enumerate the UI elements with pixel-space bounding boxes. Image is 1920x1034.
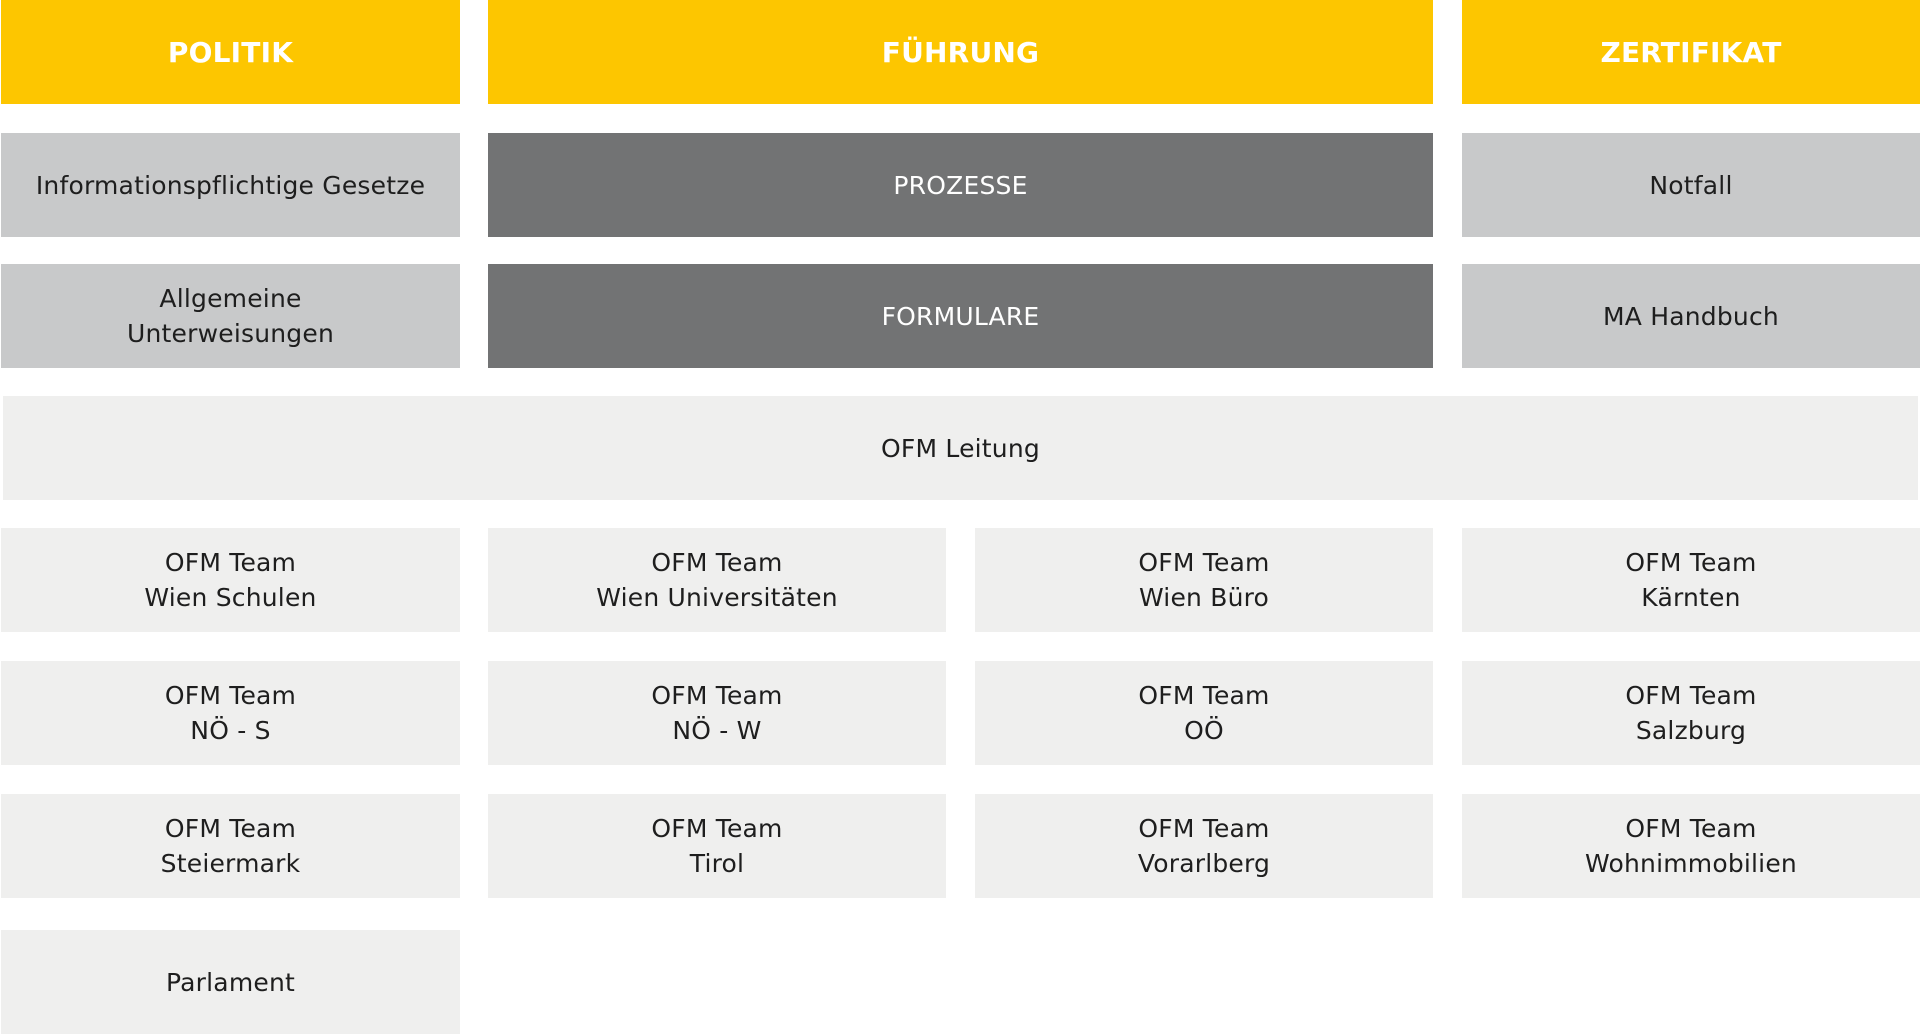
team-wien-buero-label: OFM Team Wien Büro (1138, 548, 1270, 612)
formulare-button[interactable]: FORMULARE (488, 264, 1433, 368)
formulare-label: FORMULARE (881, 301, 1040, 331)
notfall-label: Notfall (1649, 170, 1733, 200)
tab-zertifikat[interactable]: ZERTIFIKAT (1462, 0, 1920, 104)
team-wien-universitaeten-button[interactable]: OFM Team Wien Universitäten (488, 528, 946, 632)
team-steiermark-label: OFM Team Steiermark (160, 814, 301, 878)
team-noe-s-label: OFM Team NÖ - S (164, 681, 297, 745)
tab-fuehrung-label: FÜHRUNG (881, 35, 1040, 69)
team-tirol-button[interactable]: OFM Team Tirol (488, 794, 946, 898)
team-wien-universitaeten-label: OFM Team Wien Universitäten (596, 548, 838, 612)
team-wien-schulen-button[interactable]: OFM Team Wien Schulen (1, 528, 460, 632)
ma-handbuch-button[interactable]: MA Handbuch (1462, 264, 1920, 368)
notfall-button[interactable]: Notfall (1462, 133, 1920, 237)
ma-handbuch-label: MA Handbuch (1603, 301, 1779, 331)
prozesse-label: PROZESSE (893, 170, 1028, 200)
prozesse-button[interactable]: PROZESSE (488, 133, 1433, 237)
informationspflichtige-gesetze-label: Informationspflichtige Gesetze (35, 170, 426, 200)
ofm-leitung-button[interactable]: OFM Leitung (3, 396, 1918, 500)
team-salzburg-button[interactable]: OFM Team Salzburg (1462, 661, 1920, 765)
informationspflichtige-gesetze-button[interactable]: Informationspflichtige Gesetze (1, 133, 460, 237)
team-wien-schulen-label: OFM Team Wien Schulen (144, 548, 317, 612)
ofm-leitung-label: OFM Leitung (881, 433, 1040, 463)
team-wohnimmobilien-button[interactable]: OFM Team Wohnimmobilien (1462, 794, 1920, 898)
team-noe-w-button[interactable]: OFM Team NÖ - W (488, 661, 946, 765)
tab-zertifikat-label: ZERTIFIKAT (1600, 35, 1782, 69)
team-ooe-label: OFM Team OÖ (1138, 681, 1270, 745)
team-kaernten-button[interactable]: OFM Team Kärnten (1462, 528, 1920, 632)
team-ooe-button[interactable]: OFM Team OÖ (975, 661, 1433, 765)
team-noe-s-button[interactable]: OFM Team NÖ - S (1, 661, 460, 765)
team-vorarlberg-label: OFM Team Vorarlberg (1137, 814, 1271, 878)
team-wohnimmobilien-label: OFM Team Wohnimmobilien (1585, 814, 1797, 878)
tab-fuehrung[interactable]: FÜHRUNG (488, 0, 1433, 104)
team-noe-w-label: OFM Team NÖ - W (651, 681, 783, 745)
team-vorarlberg-button[interactable]: OFM Team Vorarlberg (975, 794, 1433, 898)
team-salzburg-label: OFM Team Salzburg (1625, 681, 1757, 745)
tab-politik-label: POLITIK (167, 35, 294, 69)
allgemeine-unterweisungen-button[interactable]: Allgemeine Unterweisungen (1, 264, 460, 368)
parlament-label: Parlament (166, 967, 295, 997)
parlament-button[interactable]: Parlament (1, 930, 460, 1034)
team-wien-buero-button[interactable]: OFM Team Wien Büro (975, 528, 1433, 632)
tab-politik[interactable]: POLITIK (1, 0, 460, 104)
team-steiermark-button[interactable]: OFM Team Steiermark (1, 794, 460, 898)
team-tirol-label: OFM Team Tirol (651, 814, 783, 878)
allgemeine-unterweisungen-label: Allgemeine Unterweisungen (127, 284, 334, 348)
team-kaernten-label: OFM Team Kärnten (1625, 548, 1757, 612)
